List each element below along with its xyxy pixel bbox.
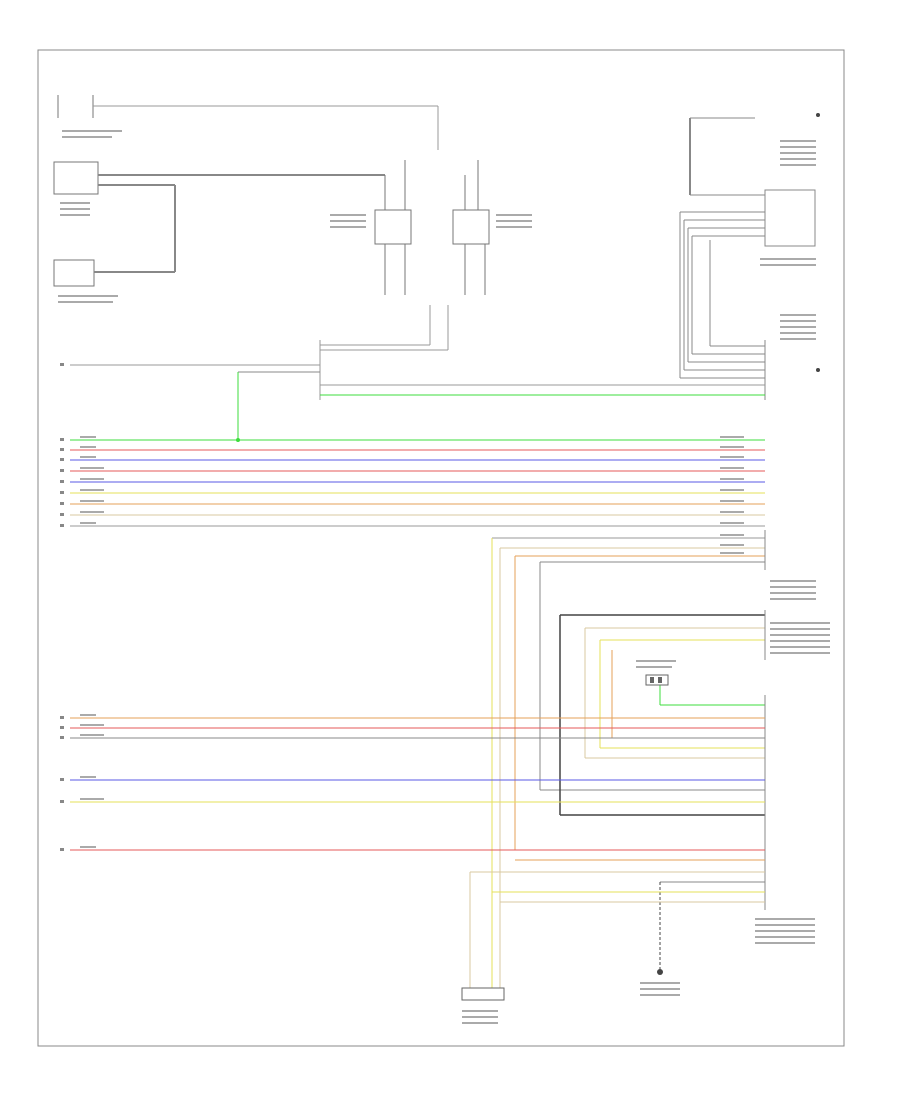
page-markers — [816, 113, 820, 372]
top-left-components — [53, 95, 490, 400]
wire-labels-right — [80, 436, 744, 848]
tiny-label-marks — [58, 130, 830, 1024]
lower-harness — [70, 717, 765, 1001]
right-loops — [491, 530, 766, 1000]
upper-harness — [70, 364, 765, 440]
diagram-frame — [37, 49, 845, 1047]
main-harness — [70, 438, 765, 527]
center-relay-right — [452, 209, 490, 245]
pin-ticks-left — [60, 363, 64, 851]
left-lower-switch-box — [53, 259, 95, 287]
center-right-connector — [645, 674, 669, 686]
bottom-components — [461, 969, 663, 1001]
left-switch-box — [53, 161, 99, 195]
center-relay-left — [374, 209, 412, 245]
top-right-connector — [764, 189, 816, 247]
ground-point — [657, 969, 663, 975]
top-right-bundle — [679, 117, 816, 400]
speaker-connector — [461, 987, 505, 1001]
